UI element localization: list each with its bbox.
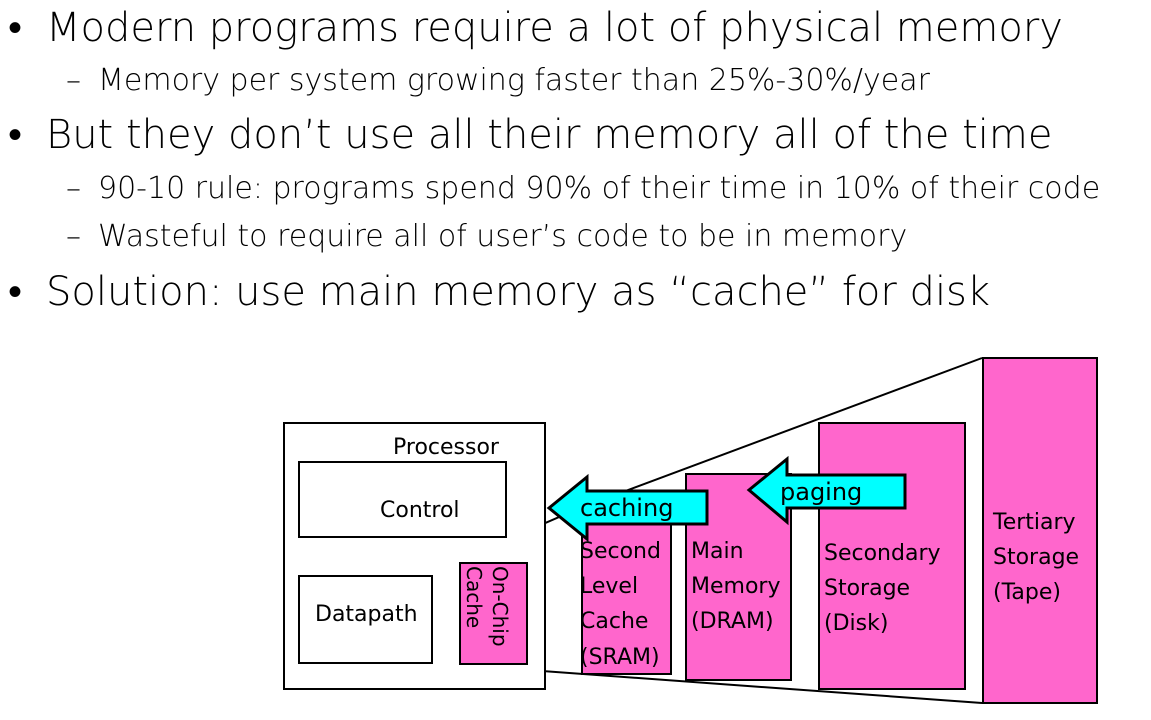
second-level-cache-line4: (SRAM) <box>580 645 660 670</box>
sub-bullet-2-2-text: Wasteful to require all of user’s code t… <box>98 219 908 254</box>
on-chip-cache-box <box>459 562 528 665</box>
secondary-storage-line3: (Disk) <box>824 611 888 636</box>
main-memory-line1: Main <box>691 539 744 564</box>
sub-bullet-1-1-text: Memory per system growing faster than 25… <box>98 63 930 98</box>
control-label: Control <box>380 498 460 523</box>
bullet-3-text: Solution: use main memory as “cache” for… <box>46 269 991 315</box>
second-level-cache-line1: Second <box>580 539 661 564</box>
control-box <box>298 461 507 538</box>
secondary-storage-box <box>818 422 966 690</box>
caching-arrow <box>546 473 709 543</box>
bullet-1-text: Modern programs require a lot of physica… <box>46 5 1063 51</box>
on-chip-cache-label-line1: On-Chip <box>488 566 512 647</box>
paging-label: paging <box>780 478 862 506</box>
tertiary-storage-box <box>982 357 1098 704</box>
processor-label: Processor <box>393 435 500 460</box>
bullet-3: • Solution: use main memory as “cache” fo… <box>8 270 990 314</box>
on-chip-cache-label-line2: Cache <box>462 566 486 628</box>
tertiary-storage-line3: (Tape) <box>993 580 1061 605</box>
secondary-storage-line2: Storage <box>824 576 910 601</box>
sub-bullet-2-1: –90-10 rule: programs spend 90% of their… <box>66 172 1100 206</box>
sub-bullet-2-2: –Wasteful to require all of user’s code … <box>66 220 907 254</box>
sub-bullet-glyph: – <box>66 171 81 206</box>
sub-bullet-2-1-text: 90-10 rule: programs spend 90% of their … <box>98 171 1101 206</box>
tertiary-storage-line2: Storage <box>993 545 1079 570</box>
bullet-glyph: • <box>8 269 23 315</box>
secondary-storage-line1: Secondary <box>824 541 941 566</box>
bullet-glyph: • <box>8 112 23 158</box>
bullet-2-text: But they don’t use all their memory all … <box>46 112 1053 158</box>
bullet-1: • Modern programs require a lot of physic… <box>8 6 1063 50</box>
caching-label: caching <box>580 494 673 522</box>
second-level-cache-line2: Level <box>580 574 638 599</box>
main-memory-line3: (DRAM) <box>691 609 774 634</box>
main-memory-line2: Memory <box>691 574 780 599</box>
sub-bullet-1-1: –Memory per system growing faster than 2… <box>66 64 930 98</box>
paging-arrow <box>746 455 907 526</box>
bullet-glyph: • <box>8 5 23 51</box>
sub-bullet-glyph: – <box>66 219 81 254</box>
bullet-2: • But they don’t use all their memory all… <box>8 113 1052 157</box>
datapath-label: Datapath <box>315 602 418 627</box>
second-level-cache-line3: Cache <box>580 609 648 634</box>
perspective-line-top-outer <box>579 357 983 509</box>
sub-bullet-glyph: – <box>66 63 81 98</box>
tertiary-storage-line1: Tertiary <box>992 510 1076 535</box>
datapath-box <box>298 575 433 664</box>
